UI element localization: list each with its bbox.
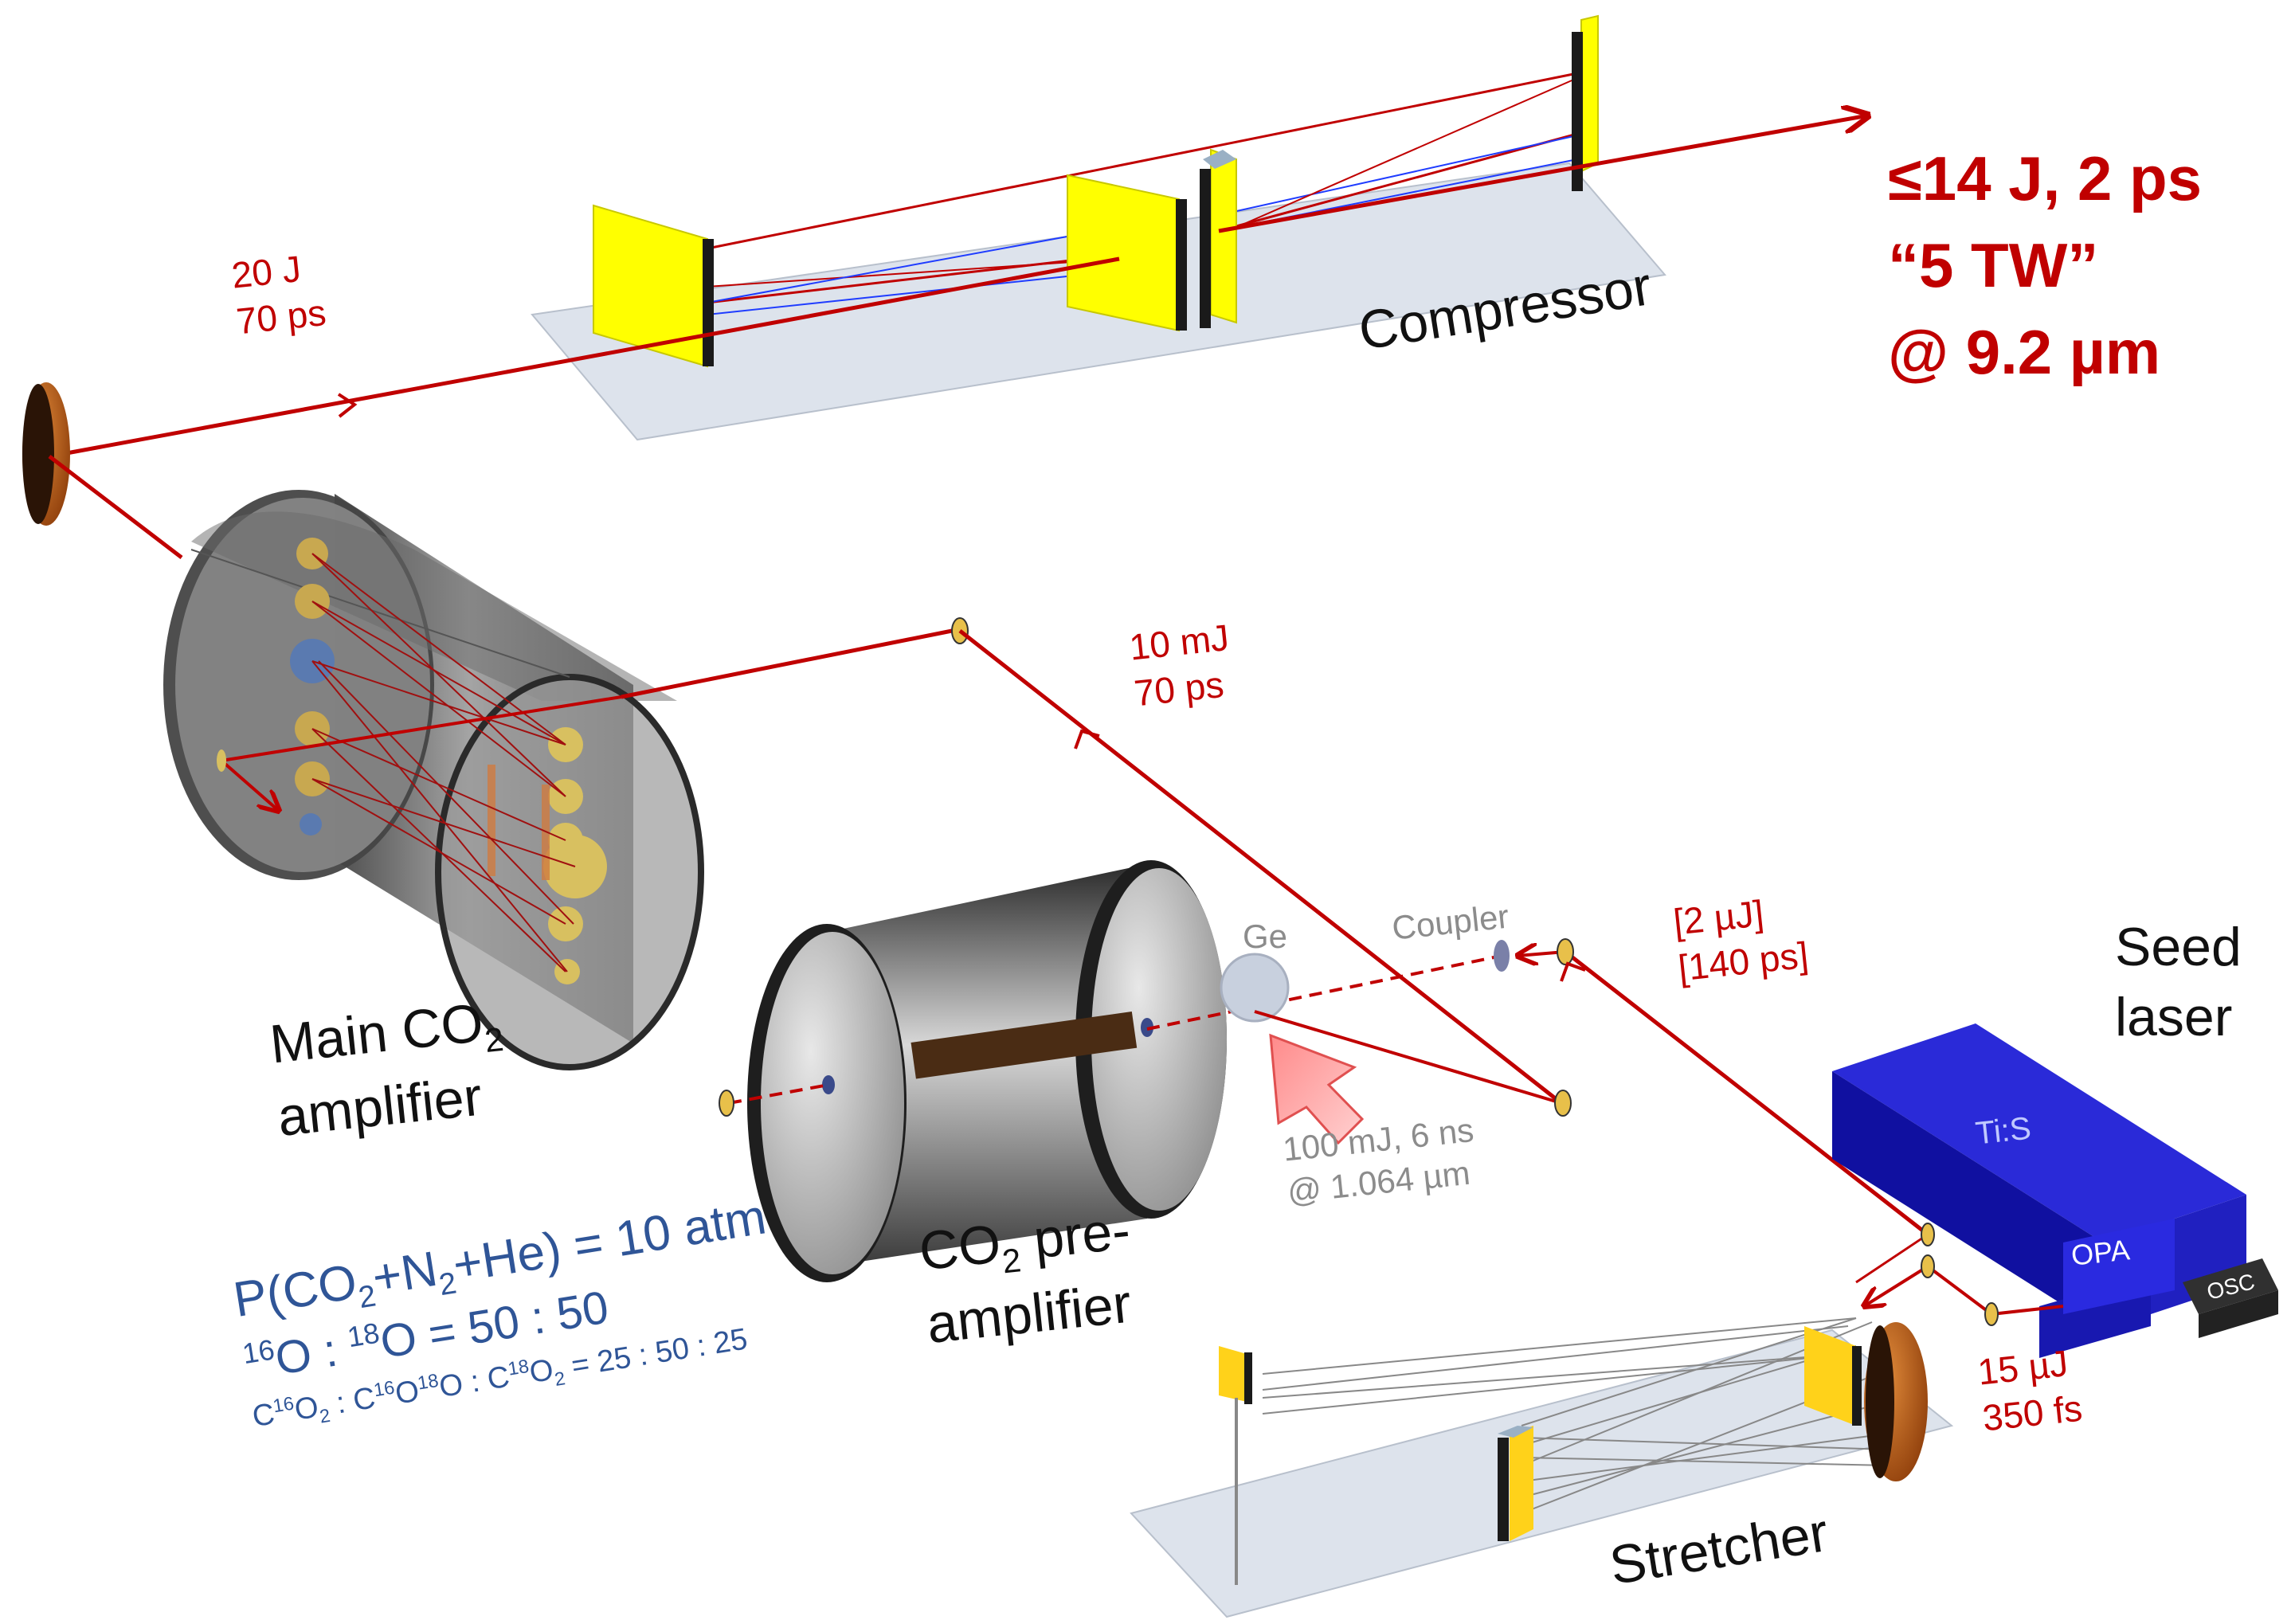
compressor-grating-4 [1572,14,1599,191]
turning-mirror-2 [1554,1090,1572,1117]
pre-amp-label-1: CO [916,1213,1004,1282]
copper-mirror-top [22,382,70,526]
compressor-grating-2 [1067,174,1187,332]
stretcher-copper-mirror [1864,1322,1928,1481]
stretcher-grating-right [1804,1326,1862,1426]
beam-to-main-amp [48,455,183,559]
main-amplifier [163,490,704,1070]
ge-label: Ge [1243,918,1288,955]
seed-laser-label: Seed laser [2115,912,2242,1053]
main-amp-internal-beams [311,553,576,972]
pre-amp-label-rest: pre- [1016,1199,1134,1272]
coupler-beam [1254,1010,1562,1105]
preamp-end-mirror [719,1090,734,1117]
preamp-axis [728,954,1502,1105]
seed-beam-specs: [2 µJ] [140 ps] [1671,886,1811,991]
opa-output-beam [1855,1223,2064,1326]
output-specs: ≤14 J, 2 ps “5 TW” @ 9.2 µm [1888,135,2202,397]
compressor-grating-3 [1200,148,1237,328]
seed-laser-label-1: Seed [2115,917,2242,977]
output-energy-label: ≤14 J, 2 ps [1888,143,2203,213]
seed-laser-box [1832,1023,2278,1358]
pre-amplifier-label: CO2 pre- amplifier [916,1196,1141,1359]
preamp-output-beam [958,629,1563,1105]
compressor-input-beam [49,256,1120,459]
tis-label: Ti:S [1973,1110,2033,1152]
opa-output-specs: 15 µJ 350 fs [1976,1340,2085,1441]
main-amp-label-sub: 2 [483,1019,506,1060]
stretcher-rays [1262,1317,1889,1514]
comp-in-duration-label: 70 ps [234,291,328,342]
ge-window [1220,953,1290,1023]
output-wavelength-label: @ 9.2 µm [1888,317,2161,388]
stretcher-bench [1130,1329,1954,1618]
seed-beam [1518,938,1929,1236]
main-amplifier-label: Main CO2 amplifier [267,988,513,1152]
coupler [1494,940,1510,972]
compressor-input-specs: 20 J 70 ps [229,244,328,344]
output-beam [1218,115,1868,233]
preamp-output-specs: 10 mJ 70 ps [1127,615,1236,716]
pre-amplifier [747,860,1227,1282]
compressor-rays [707,72,1578,315]
output-power-label: “5 TW” [1888,230,2099,301]
seed-laser-label-2: laser [2115,987,2233,1048]
main-amp-input-beam [217,627,961,811]
opa-label: OPA [2070,1233,2132,1272]
stretcher-mirror-left [1219,1346,1252,1585]
stretcher-grating [1498,1426,1533,1541]
pump-arrow [1269,1033,1365,1145]
